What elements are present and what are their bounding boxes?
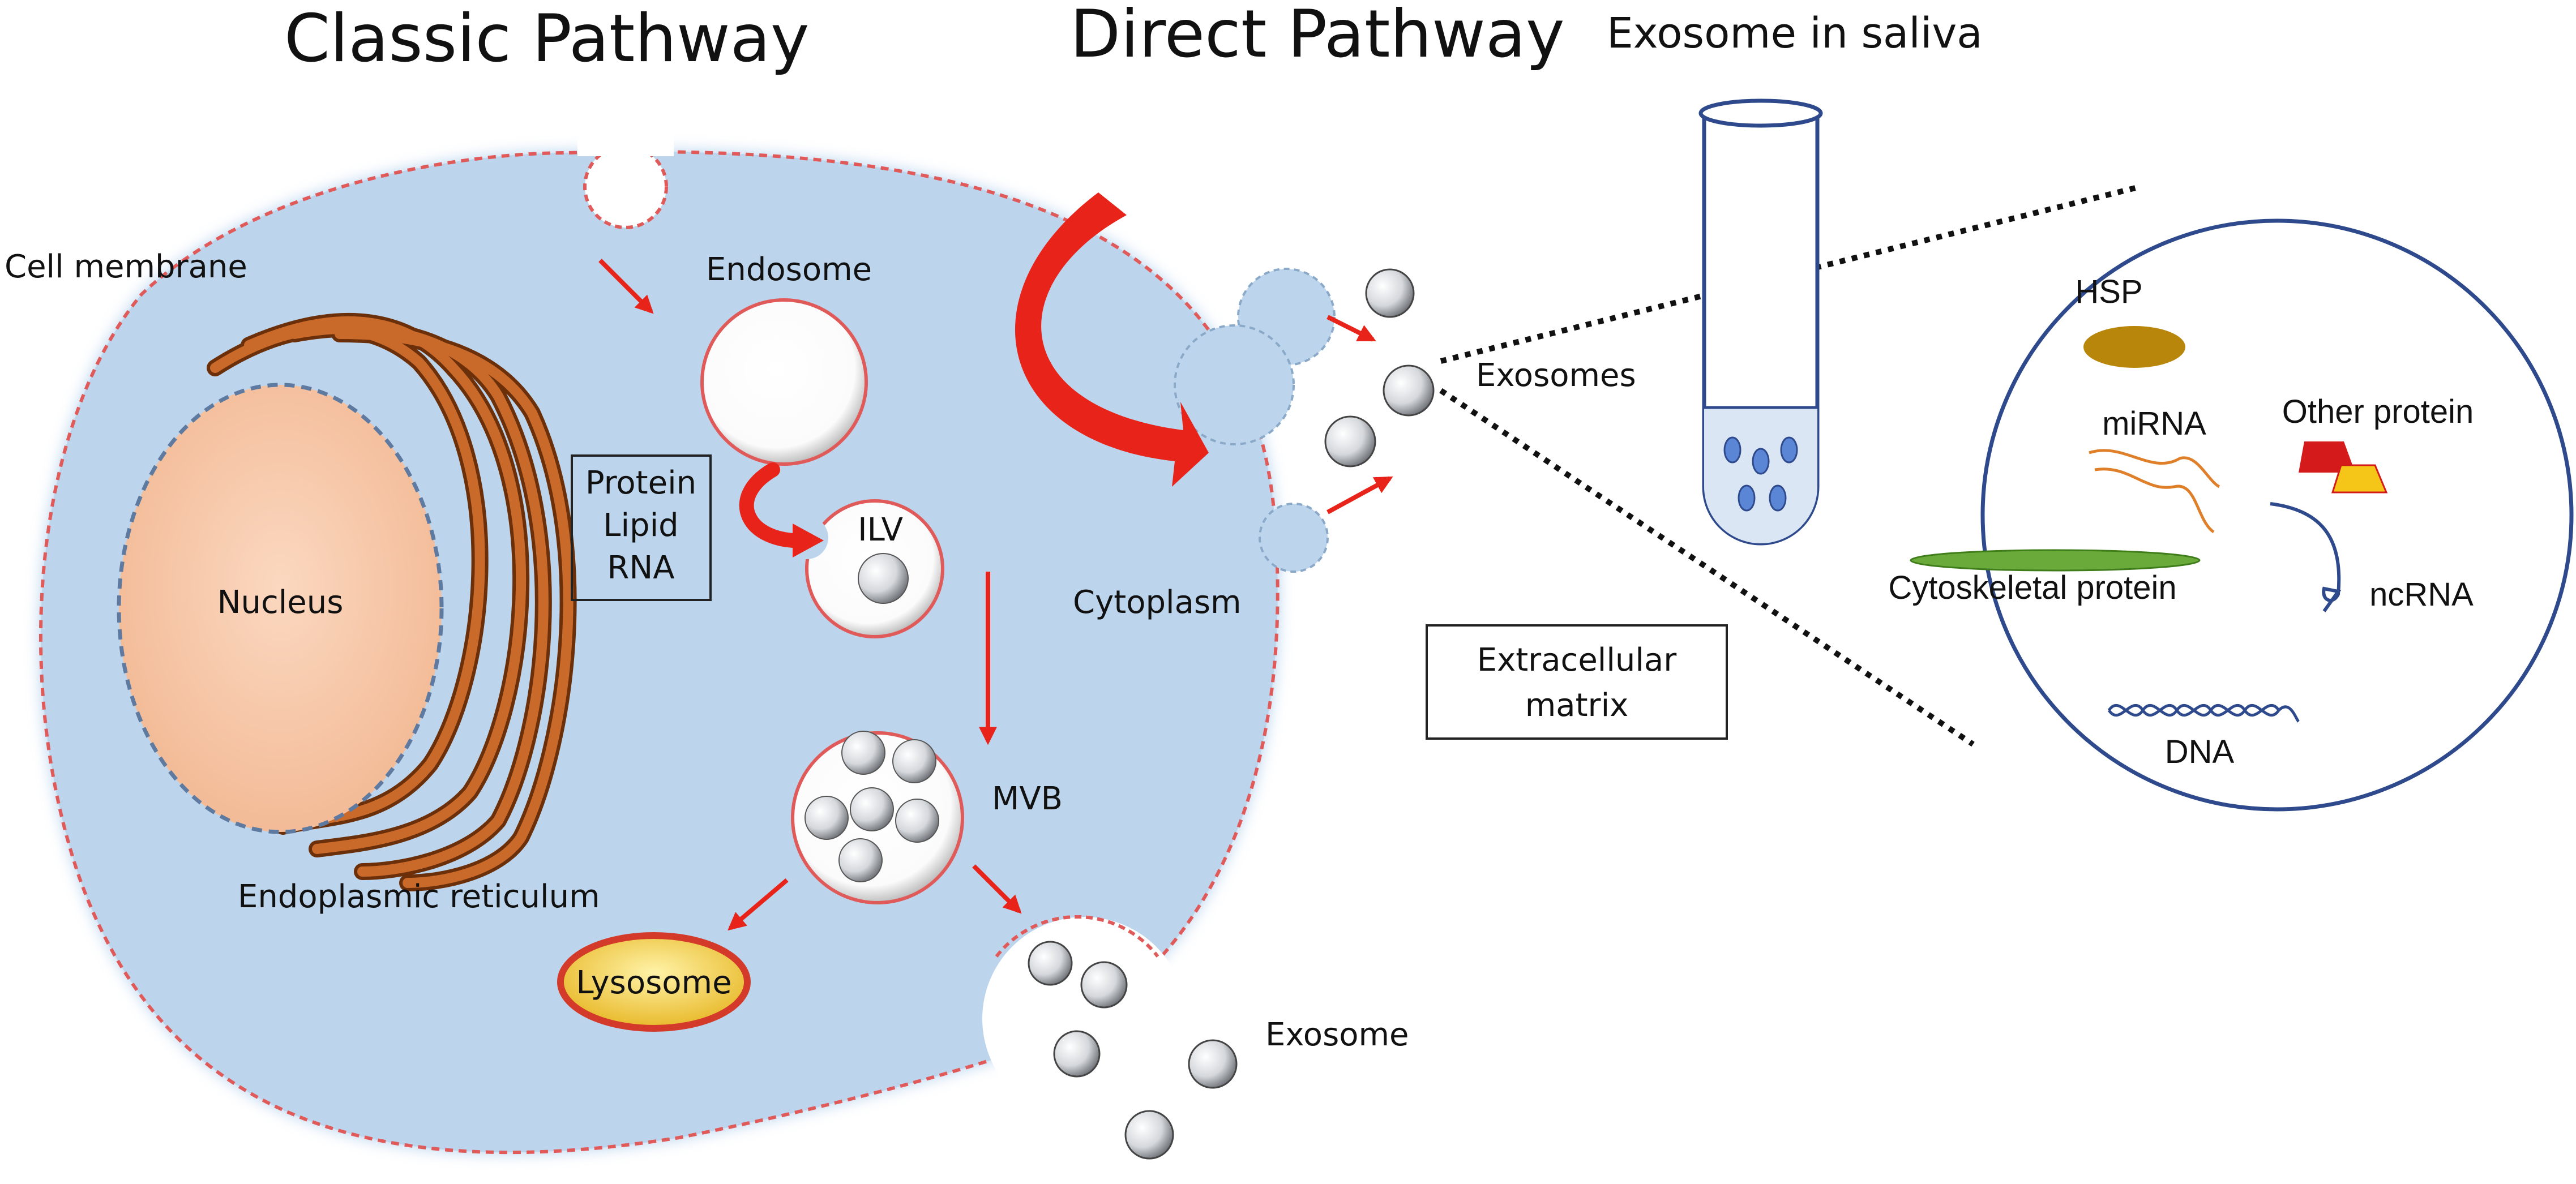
title-classic-pathway: Classic Pathway <box>284 1 810 77</box>
arrow-mvb-to-membrane <box>972 864 1022 914</box>
other-protein-label: Other protein <box>2282 393 2474 430</box>
title-exosome-in-saliva: Exosome in saliva <box>1607 9 1983 58</box>
exosome-particle <box>1188 1039 1238 1089</box>
exosome-particle <box>1080 961 1128 1009</box>
pit-opening <box>577 135 674 156</box>
other-protein-yellow <box>2331 464 2388 494</box>
cargo-protein: Protein <box>585 465 696 501</box>
nucleus-label: Nucleus <box>217 584 344 621</box>
ncrna-shape <box>2270 502 2342 612</box>
cell-membrane-label: Cell membrane <box>5 248 247 285</box>
saliva-tube <box>1698 98 1823 546</box>
nucleus <box>117 383 444 834</box>
endoplasmic-reticulum <box>207 313 577 891</box>
arrow-mvb-to-lysosome <box>728 878 789 931</box>
exocytosis-opening <box>982 917 1186 1121</box>
exosome-particle <box>1383 364 1435 417</box>
arrow-bud-1 <box>1326 315 1376 342</box>
exocytosis-membrane <box>995 915 1159 958</box>
exosome-contents-circle <box>1980 218 2574 812</box>
title-direct-pathway: Direct Pathway <box>1070 0 1565 72</box>
arrow-to-endosome <box>598 259 654 314</box>
pathway-arrows <box>598 259 1393 931</box>
exosome-particle <box>1365 268 1415 318</box>
lysosome <box>557 932 751 1032</box>
endoplasmic-reticulum-label: Endoplasmic reticulum <box>238 878 600 915</box>
membrane-budding <box>1174 268 1336 573</box>
extracellular-matrix-box <box>1426 624 1728 740</box>
cell-membrane-line <box>38 150 1280 1155</box>
direct-pathway-arrow <box>1015 192 1209 487</box>
ilv-inner-vesicle <box>858 553 909 604</box>
hsp-shape <box>2083 326 2185 368</box>
exosome-particle <box>1324 415 1376 467</box>
released-exosomes <box>1028 268 1435 1160</box>
mirna-shape <box>2089 449 2220 534</box>
cargo-box <box>571 454 712 601</box>
ncrna-label: ncRNA <box>2369 576 2474 613</box>
dna-label: DNA <box>2165 733 2235 770</box>
cargo-lipid: Lipid <box>603 507 678 544</box>
exosomes-label: Exosomes <box>1476 357 1636 394</box>
exosome-particle <box>1124 1110 1174 1160</box>
endosome <box>700 298 868 466</box>
cytoskeletal-protein-label: Cytoskeletal protein <box>1888 569 2176 606</box>
endocytic-pit <box>583 144 668 229</box>
lysosome-label: Lysosome <box>576 964 731 1001</box>
ilv-label: ILV <box>858 512 903 548</box>
zoom-lines <box>1439 184 2141 747</box>
arrow-bud-2 <box>1326 476 1393 514</box>
exosome-label: Exosome <box>1265 1016 1409 1053</box>
mvb-label: MVB <box>992 780 1063 817</box>
cargo-rna: RNA <box>607 550 674 586</box>
cytoplasm-label: Cytoplasm <box>1073 584 1242 621</box>
cytoskeletal-protein-shape <box>1910 549 2201 572</box>
extracellular-label: Extracellular <box>1477 642 1678 679</box>
exosome-particle <box>1053 1030 1101 1078</box>
mvb-ilvs <box>805 731 939 882</box>
hsp-label: HSP <box>2075 273 2142 310</box>
dna-strand-2 <box>2107 704 2280 717</box>
cargo-arrow <box>739 462 811 548</box>
cytoplasm-area <box>40 152 1278 1153</box>
mirna-label: miRNA <box>2102 405 2206 442</box>
endosome-label: Endosome <box>706 251 872 288</box>
matrix-label: matrix <box>1525 687 1629 724</box>
cargo-arrow-head <box>793 524 824 557</box>
exosome-particle <box>1028 941 1073 986</box>
cell <box>38 150 1280 1155</box>
